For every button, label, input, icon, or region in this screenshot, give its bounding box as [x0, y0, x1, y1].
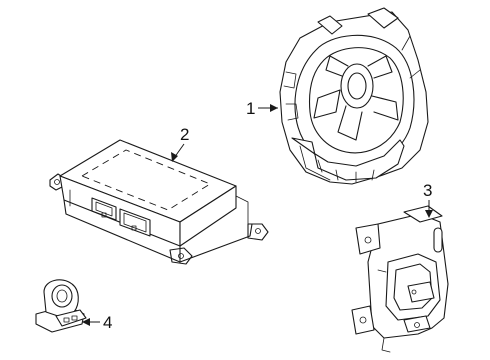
part-2-control-module: [49, 139, 269, 265]
part-1-clock-spring: [279, 7, 429, 185]
part-4-impact-sensor: [35, 279, 87, 333]
callout-4: 4: [82, 313, 112, 332]
callout-2-number: 2: [180, 125, 189, 144]
callout-1-number: 1: [246, 99, 255, 118]
callout-2: 2: [171, 125, 189, 162]
part-3-bracket-sensor: [351, 205, 449, 353]
callout-3: 3: [423, 181, 433, 218]
callout-1: 1: [246, 99, 278, 118]
callout-3-number: 3: [423, 181, 432, 200]
callout-4-number: 4: [103, 313, 112, 332]
